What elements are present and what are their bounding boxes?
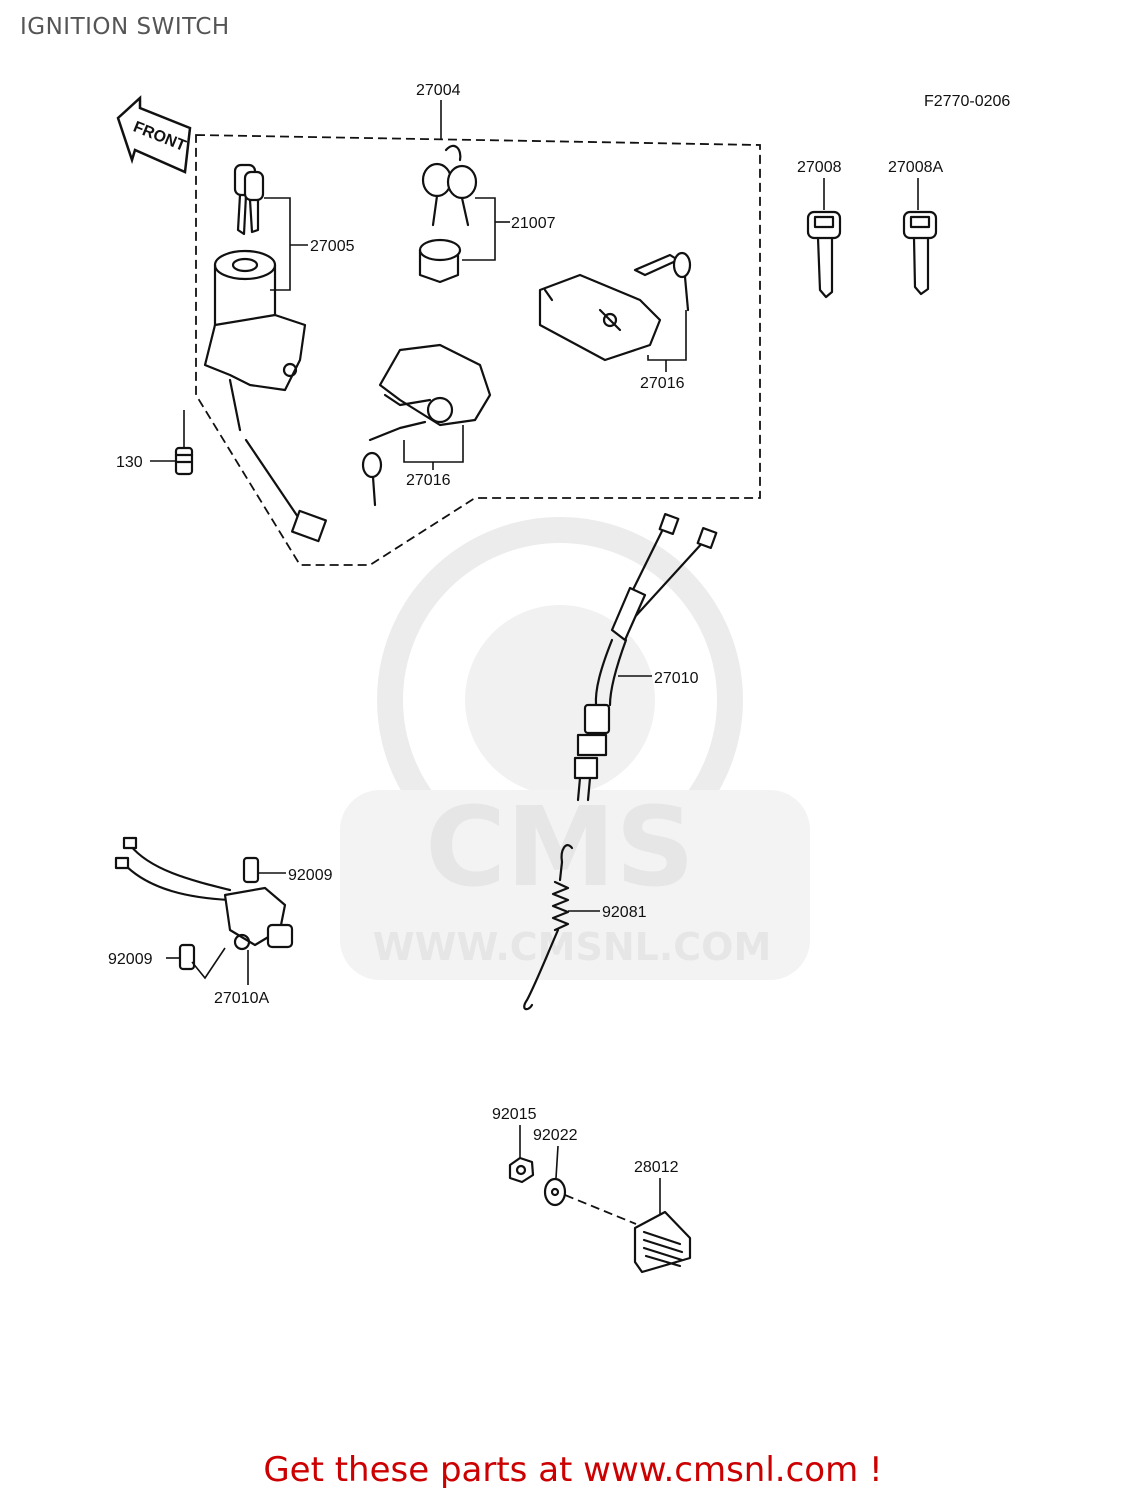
label-27008A: 27008A xyxy=(888,159,943,176)
watermark-url: WWW.CMSNL.COM xyxy=(373,925,772,969)
blank-key-icon xyxy=(806,210,842,299)
label-27016-right: 27016 xyxy=(640,375,685,392)
label-27004: 27004 xyxy=(416,82,461,99)
reflector-icon xyxy=(633,1210,692,1274)
label-92022: 92022 xyxy=(533,1127,578,1144)
nut-icon xyxy=(508,1156,535,1184)
washer-icon xyxy=(543,1177,567,1207)
label-27010: 27010 xyxy=(654,670,699,687)
spring-icon xyxy=(523,844,574,1011)
watermark: CMS WWW.CMSNL.COM xyxy=(340,517,810,980)
label-27008: 27008 xyxy=(797,159,842,176)
seat-lock-icon xyxy=(538,251,692,362)
ignition-switch-icon xyxy=(203,249,328,543)
label-27010A: 27010A xyxy=(214,990,269,1007)
side-stand-switch-icon xyxy=(114,836,294,951)
label-92009-top: 92009 xyxy=(288,867,333,884)
assembly-boundary xyxy=(195,134,761,566)
label-28012: 28012 xyxy=(634,1159,679,1176)
screw-top-icon xyxy=(242,856,260,884)
label-27005: 27005 xyxy=(310,238,355,255)
label-130: 130 xyxy=(116,454,143,471)
screw-bottom-icon xyxy=(178,943,196,971)
blank-key-alt-icon xyxy=(902,210,938,296)
neutral-switch-icon xyxy=(573,512,718,802)
helmet-lock-icon xyxy=(361,343,492,507)
front-arrow-icon: FRONT xyxy=(116,95,192,174)
label-27016-center: 27016 xyxy=(406,472,451,489)
key-icon xyxy=(233,163,265,236)
figure-code: F2770-0206 xyxy=(924,93,1010,110)
key-set-icon xyxy=(421,144,478,227)
footer-link[interactable]: Get these parts at www.cmsnl.com ! xyxy=(263,1450,883,1490)
watermark-brand: CMS xyxy=(425,783,694,911)
lock-cylinder-icon xyxy=(418,238,462,284)
label-21007: 21007 xyxy=(511,215,556,232)
parts-diagram: CMS WWW.CMSNL.COM F2770-0206 FRONT 27004… xyxy=(108,82,1010,1274)
page-title: IGNITION SWITCH xyxy=(20,14,230,40)
screw-icon xyxy=(174,446,194,476)
label-92015: 92015 xyxy=(492,1106,537,1123)
label-92081: 92081 xyxy=(602,904,647,921)
label-92009-bottom: 92009 xyxy=(108,951,153,968)
